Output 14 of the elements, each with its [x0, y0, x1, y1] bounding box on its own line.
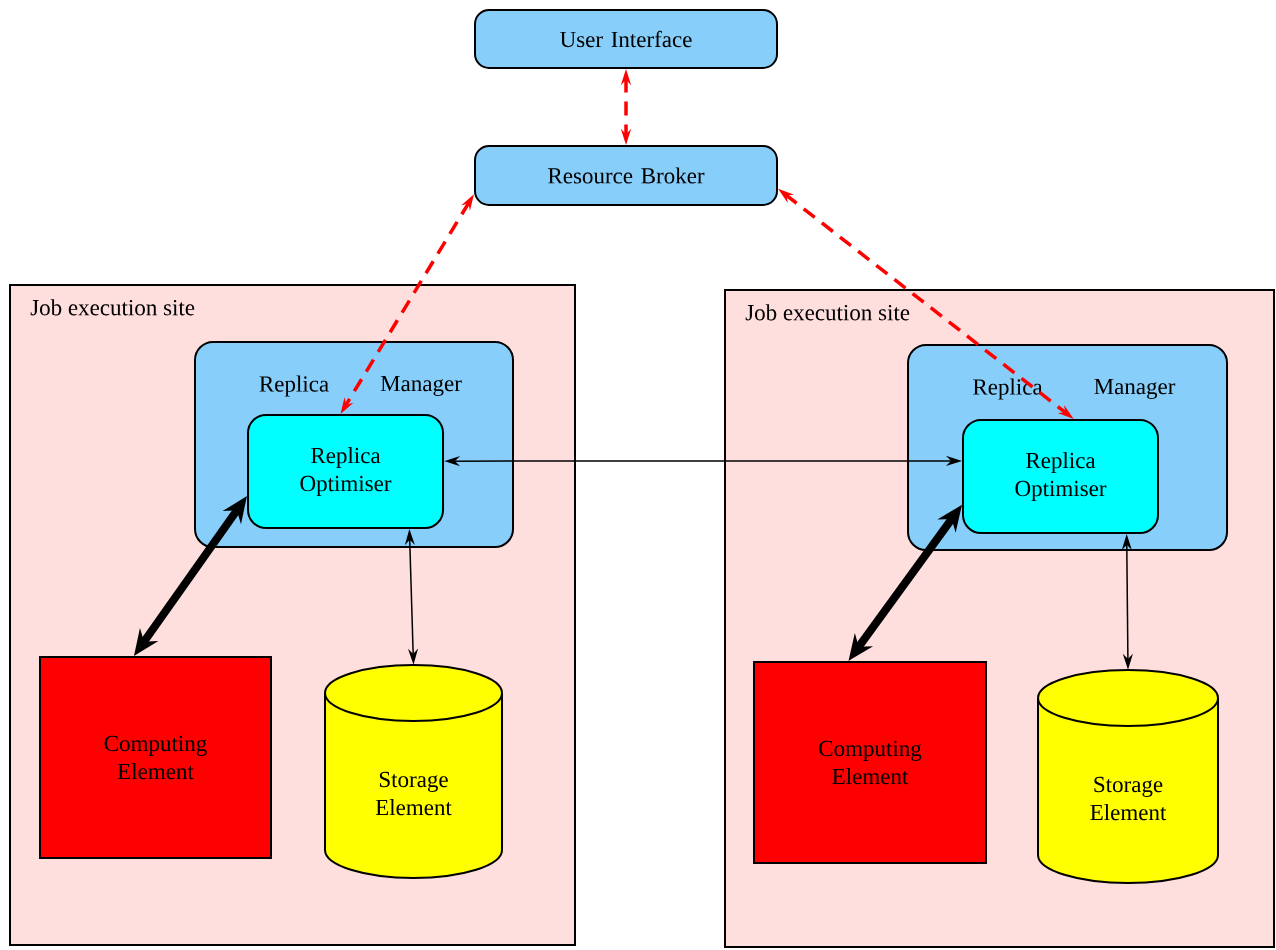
box-label: User Interface: [560, 30, 692, 48]
box-label: Manager: [1094, 379, 1176, 399]
box-label: Storage Element: [1090, 776, 1167, 821]
box-label: Resource Broker: [548, 167, 705, 184]
box-label: Replica Optimiser: [1015, 452, 1107, 501]
site-heading: Job execution site: [745, 304, 910, 321]
site-heading: Job execution site: [30, 299, 195, 316]
box-label: Manager: [380, 376, 462, 396]
box-label: Replica: [973, 378, 1043, 400]
box-label: Replica: [259, 375, 329, 397]
box-label: Storage Element: [375, 771, 452, 816]
box-label: Computing Element: [104, 735, 207, 780]
box-label: Replica Optimiser: [300, 447, 392, 496]
box-label: Computing Element: [819, 740, 922, 785]
